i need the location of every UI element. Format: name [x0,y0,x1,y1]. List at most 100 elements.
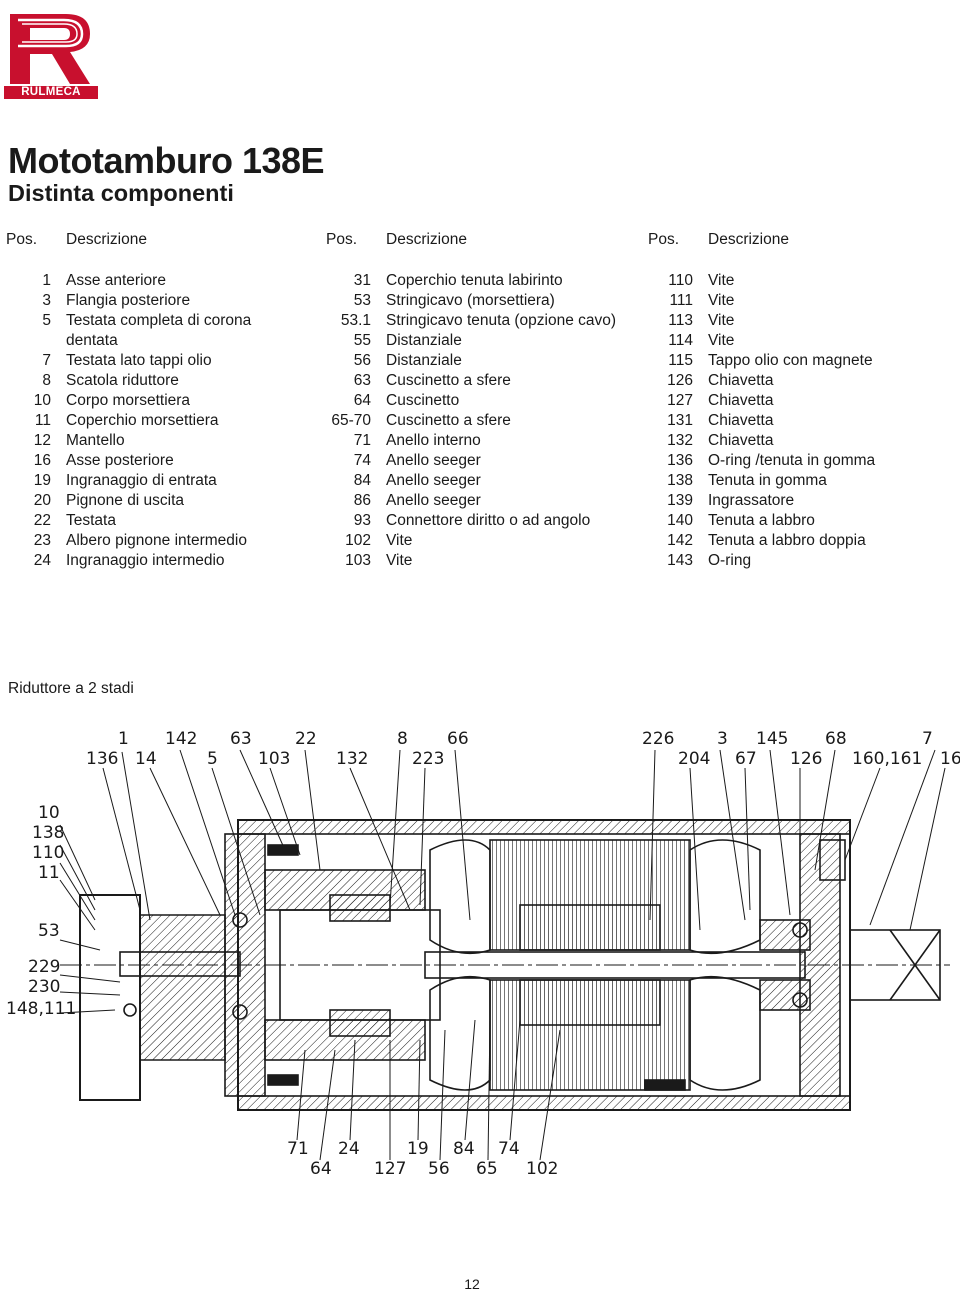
callout-74: 74 [498,1139,520,1159]
row-description: Distanziale [386,332,462,349]
row-pos: 53.1 [340,312,371,329]
callout-53: 53 [38,921,60,941]
row-pos: 64 [353,392,371,409]
row-description: Anello interno [386,432,481,449]
row-description: Anello seeger [386,472,481,489]
table-row: 126 Chiavetta [648,371,958,391]
callout-7: 7 [922,729,933,749]
callout-22: 22 [295,729,317,749]
row-description: Tenuta a labbro doppia [708,532,866,549]
row-pos: 86 [353,492,371,509]
row-description: O-ring /tenuta in gomma [708,452,876,469]
row-pos: 53 [353,292,371,309]
row-description: Tenuta in gomma [708,472,827,489]
callout-226: 226 [642,729,674,749]
row-description: Chiavetta [708,372,774,389]
callout-56: 56 [428,1159,450,1179]
row-pos: 103 [345,552,371,569]
callout-11: 11 [38,863,60,883]
row-description: dentata [66,332,118,349]
table-row: 56 Distanziale [326,351,636,371]
callout-132: 132 [336,749,368,769]
row-description: Anello seeger [386,492,481,509]
row-description: Flangia posteriore [66,292,191,309]
row-pos: 102 [345,532,371,549]
page-number: 12 [464,1276,480,1292]
table-header: Pos. Descrizione [326,230,636,250]
row-pos: 63 [353,372,371,389]
callout-5: 5 [207,749,218,769]
row-pos: 71 [353,432,371,449]
row-pos: 93 [353,512,371,529]
row-description: Ingranaggio di entrata [66,472,217,489]
callout-3: 3 [717,729,728,749]
callouts-left: 10 138 110 11 53 229 230 148,111 [6,803,76,1019]
table-row: 74 Anello seeger [326,451,636,471]
callout-126: 126 [790,749,822,769]
row-description: Ingranaggio intermedio [66,552,225,569]
callout-102: 102 [526,1159,558,1179]
row-pos: 55 [353,332,371,349]
row-pos: 19 [33,472,51,489]
row-pos: 10 [33,392,51,409]
row-description: Vite [708,332,735,349]
callout-16: 16 [940,749,960,769]
callout-19: 19 [407,1139,429,1159]
row-description: Anello seeger [386,452,481,469]
header-desc: Descrizione [66,231,147,248]
table-row: 53.1 Stringicavo tenuta (opzione cavo) [326,311,636,331]
row-description: Cuscinetto a sfere [386,372,511,389]
table-row: 55 Distanziale [326,331,636,351]
row-pos: 3 [42,292,51,309]
row-description: Stringicavo (morsettiera) [386,292,555,309]
callout-127: 127 [374,1159,406,1179]
row-description: Stringicavo tenuta (opzione cavo) [386,312,617,329]
row-pos: 74 [353,452,371,469]
row-pos: 8 [42,372,51,389]
row-pos: 142 [667,532,693,549]
row-description: Vite [708,292,735,309]
row-pos: 1 [42,272,51,289]
row-pos: 126 [667,372,693,389]
callout-66: 66 [447,729,469,749]
drum-motor-section-drawing: 1 136 14 142 5 63 103 22 132 8 223 66 22… [6,729,960,1179]
row-pos: 143 [667,552,693,569]
row-pos: 139 [667,492,693,509]
row-description: Ingrassatore [708,492,795,509]
row-pos: 56 [353,352,371,369]
callout-68: 68 [825,729,847,749]
row-description: Vite [386,532,413,549]
row-pos: 31 [353,272,371,289]
row-description: Distanziale [386,352,462,369]
row-pos: 7 [42,352,51,369]
row-pos: 16 [33,452,51,469]
callout-145: 145 [756,729,788,749]
row-description: Albero pignone intermedio [66,532,247,549]
table-header: Pos. Descrizione [6,230,306,250]
callout-138: 138 [32,823,64,843]
callout-136: 136 [86,749,118,769]
row-pos: 5 [42,312,51,329]
callout-14: 14 [135,749,157,769]
callout-71: 71 [287,1139,309,1159]
row-pos: 110 [668,272,693,289]
row-description: Coperchio morsettiera [66,412,219,429]
callout-84: 84 [453,1139,475,1159]
row-description: Cuscinetto a sfere [386,412,511,429]
